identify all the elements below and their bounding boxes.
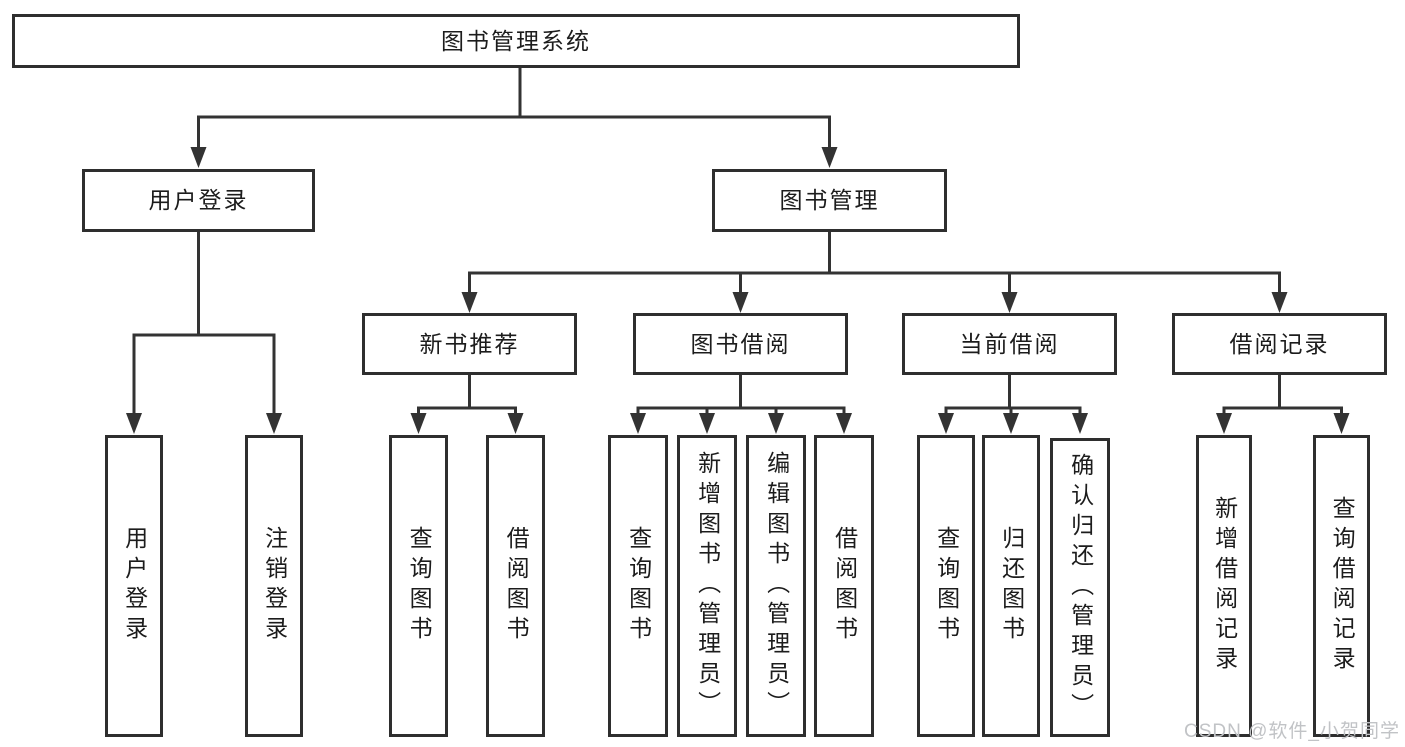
node-borrow-records: 借阅记录	[1172, 313, 1387, 375]
arrow-down-icon	[1003, 413, 1019, 434]
leaf-return-books: 归还图书	[982, 435, 1040, 737]
leaf-query-books-recommend: 查询图书	[389, 435, 448, 737]
arrow-down-icon	[266, 413, 282, 434]
node-book-borrow: 图书借阅	[633, 313, 848, 375]
arrow-down-icon	[461, 292, 478, 313]
node-label: 查询借阅记录	[1329, 496, 1356, 676]
arrow-down-icon	[768, 413, 784, 434]
leaf-add-book-admin: 新增图书（管理员）	[677, 435, 737, 737]
arrow-down-icon	[410, 413, 427, 434]
connector-user-login	[132, 232, 276, 416]
node-label: 图书管理系统	[441, 27, 591, 54]
arrow-down-icon	[507, 413, 524, 434]
leaf-edit-book-admin: 编辑图书（管理员）	[746, 435, 806, 737]
leaf-add-borrow-record: 新增借阅记录	[1196, 435, 1252, 737]
connector-root	[197, 68, 831, 150]
leaf-borrow-books: 借阅图书	[814, 435, 874, 737]
node-label: 借阅记录	[1229, 330, 1330, 357]
arrow-down-icon	[836, 413, 852, 434]
leaf-borrow-books-recommend: 借阅图书	[486, 435, 545, 737]
node-label: 查询图书	[625, 526, 652, 646]
arrow-down-icon	[1072, 413, 1088, 434]
node-label: 当前借阅	[959, 330, 1060, 357]
node-label: 用户登录	[121, 526, 148, 646]
arrow-down-icon	[1001, 292, 1018, 313]
node-label: 新增借阅记录	[1211, 496, 1238, 676]
connector-new-book-recommend	[417, 375, 517, 416]
node-library-system: 图书管理系统	[12, 14, 1020, 68]
node-label: 借阅图书	[503, 526, 530, 646]
node-user-login: 用户登录	[82, 169, 315, 232]
csdn-watermark: CSDN @软件_小贺同学	[1184, 721, 1400, 742]
arrowheads	[126, 147, 1350, 434]
node-label: 查询图书	[406, 526, 433, 646]
node-label: 用户登录	[148, 187, 249, 213]
node-label: 新书推荐	[419, 330, 520, 357]
arrow-down-icon	[699, 413, 715, 434]
leaf-query-borrow-record: 查询借阅记录	[1313, 435, 1370, 737]
node-label: 归还图书	[998, 526, 1025, 646]
leaf-logout: 注销登录	[245, 435, 303, 737]
connector-current-borrow	[944, 375, 1082, 416]
connector-borrow-records	[1222, 375, 1343, 416]
leaf-query-books-borrow: 查询图书	[608, 435, 668, 737]
connector-book-management	[468, 232, 1281, 295]
node-label: 查询图书	[933, 526, 960, 646]
node-label: 注销登录	[261, 526, 288, 646]
arrow-down-icon	[938, 413, 954, 434]
node-label: 确认归还（管理员）	[1067, 452, 1094, 723]
node-new-book-recommend: 新书推荐	[362, 313, 577, 375]
arrow-down-icon	[1216, 413, 1232, 434]
arrow-down-icon	[1333, 413, 1350, 434]
node-label: 新增图书（管理员）	[694, 451, 721, 721]
node-book-management: 图书管理	[712, 169, 947, 232]
arrow-down-icon	[126, 413, 142, 434]
leaf-user-login: 用户登录	[105, 435, 163, 737]
arrow-down-icon	[1271, 292, 1288, 313]
leaf-query-books-current: 查询图书	[917, 435, 975, 737]
arrow-down-icon	[190, 147, 207, 168]
node-current-borrow: 当前借阅	[902, 313, 1117, 375]
leaf-confirm-return-admin: 确认归还（管理员）	[1050, 438, 1110, 737]
connector-book-borrow	[636, 375, 846, 416]
node-label: 借阅图书	[831, 526, 858, 646]
node-label: 编辑图书（管理员）	[763, 451, 790, 721]
node-label: 图书借阅	[690, 330, 791, 357]
arrow-down-icon	[630, 413, 646, 434]
node-label: 图书管理	[779, 187, 880, 213]
arrow-down-icon	[732, 292, 749, 313]
arrow-down-icon	[821, 147, 838, 168]
